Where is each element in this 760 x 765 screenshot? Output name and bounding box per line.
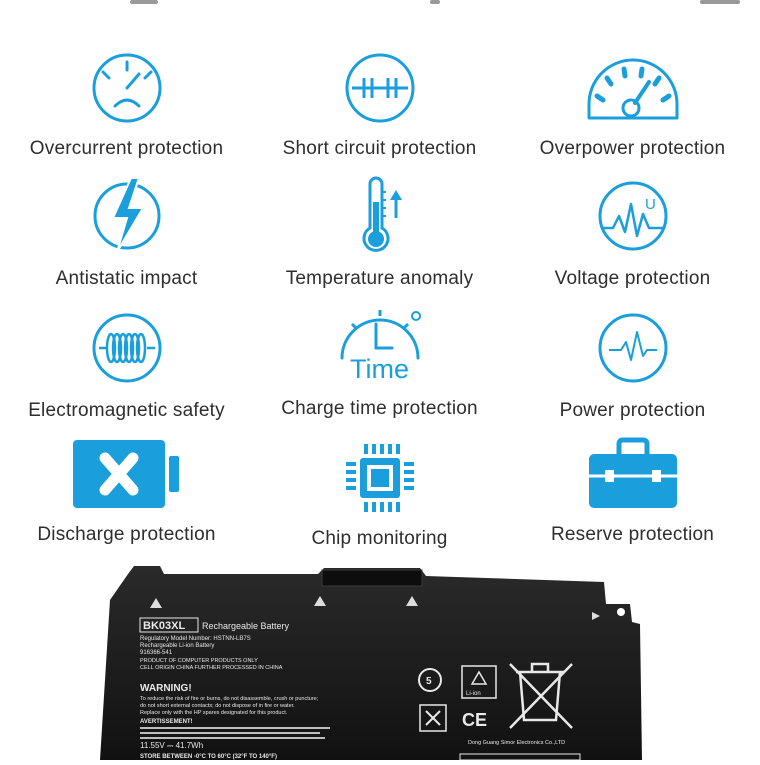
voltage-wave-icon: U xyxy=(598,181,667,251)
feature-chip: Chip monitoring xyxy=(253,438,506,550)
feature-label: Overcurrent protection xyxy=(29,138,224,159)
battery-x-icon xyxy=(72,440,179,508)
feature-discharge: Discharge protection xyxy=(0,436,253,546)
feature-short-circuit: Short circuit protection xyxy=(253,48,506,160)
battery-reg-model: Regulatory Model Number: HSTNN-LB7S xyxy=(140,636,251,642)
battery-origin-1: PRODUCT OF COMPUTER PRODUCTS ONLY xyxy=(140,658,258,664)
feature-label: Antistatic impact xyxy=(55,268,198,289)
feature-label: Electromagnetic safety xyxy=(28,400,225,421)
battery-warning: WARNING! xyxy=(140,683,192,694)
battery-rating: 11.55V ⎓ 41.7Wh xyxy=(140,741,203,750)
battery-origin-2: CELL ORIGIN CHINA FURTHER PROCESSED IN C… xyxy=(140,665,283,671)
clock-icon: Time xyxy=(340,310,421,384)
battery-body xyxy=(100,566,642,760)
feature-label: Chip monitoring xyxy=(311,528,448,549)
thermometer-icon xyxy=(362,176,402,252)
recycle-icon xyxy=(461,665,497,699)
battery-chem-line: Rechargeable Li-ion Battery xyxy=(140,643,214,649)
feature-overcurrent: Overcurrent protection xyxy=(0,48,253,160)
feature-charge-time: Time Charge time protection xyxy=(253,302,506,420)
battery-maker: Dong Guang Simor Electronics Co.,LTD xyxy=(468,740,565,746)
svg-text:5: 5 xyxy=(426,676,432,687)
feature-electromagnetic: Electromagnetic safety xyxy=(0,308,253,422)
feature-voltage: U Voltage protection xyxy=(506,176,759,290)
battery-store-temp: STORE BETWEEN -0°C TO 60°C (32°F TO 140°… xyxy=(140,754,277,760)
feature-label: Temperature anomaly xyxy=(285,268,474,289)
recycle-label: Li-ion xyxy=(466,691,481,697)
crossed-bin-icon xyxy=(509,662,573,729)
battery-part-no: 916366-541 xyxy=(140,650,173,656)
top-edge-strip xyxy=(0,0,760,6)
feature-reserve: Reserve protection xyxy=(506,436,759,546)
feature-temperature: Temperature anomaly xyxy=(253,176,506,290)
lightning-icon xyxy=(93,177,160,253)
feature-antistatic: Antistatic impact xyxy=(0,176,253,290)
battery-avertissement: AVERTISSEMENT! xyxy=(140,719,193,725)
gauge-face-icon xyxy=(92,53,161,123)
feature-label: Short circuit protection xyxy=(282,138,477,159)
feature-power: Power protection xyxy=(506,308,759,422)
battery-warn-2: do not short external contacts; do not d… xyxy=(140,703,295,709)
feature-label: Voltage protection xyxy=(554,268,711,289)
battery-photo: BK03XL Rechargeable Battery Regulatory M… xyxy=(0,560,760,761)
battery-type: Rechargeable Battery xyxy=(202,621,290,631)
pulse-icon xyxy=(598,313,667,383)
time-word: Time xyxy=(350,354,409,384)
chip-icon xyxy=(345,444,414,512)
protection-feature-grid: Overcurrent protection Short circuit pro… xyxy=(0,40,760,560)
coil-icon xyxy=(92,313,161,383)
speedometer-icon xyxy=(587,58,678,120)
battery-warn-1: To reduce the risk of fire or burns, do … xyxy=(140,696,319,702)
ce-mark: CE xyxy=(462,710,487,730)
feature-label: Reserve protection xyxy=(550,524,715,545)
recycle-number-icon xyxy=(418,668,442,692)
circuit-icon xyxy=(345,53,414,123)
feature-overpower: Overpower protection xyxy=(506,48,759,160)
feature-label: Power protection xyxy=(559,400,706,421)
battery-warn-3: Replace only with the HP spares designat… xyxy=(140,710,288,716)
compliance-mark-icon xyxy=(419,704,447,732)
battery-model: BK03XL xyxy=(143,620,185,632)
feature-label: Charge time protection xyxy=(281,398,478,419)
toolbox-icon xyxy=(588,437,677,508)
feature-label: Discharge protection xyxy=(37,524,216,545)
feature-label: Overpower protection xyxy=(539,138,726,159)
voltage-symbol: U xyxy=(645,196,656,213)
